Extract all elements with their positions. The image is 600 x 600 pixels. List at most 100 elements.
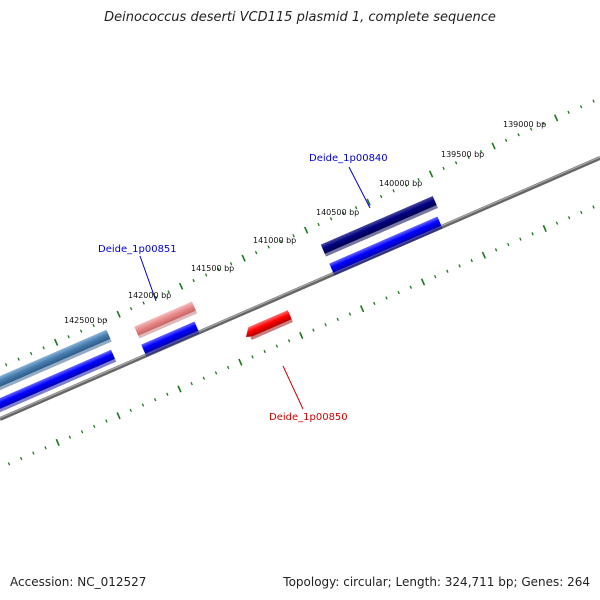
bp-label-140500: 140500 bp [316,208,359,217]
major-tick [491,142,496,150]
minor-tick [504,138,508,143]
minor-tick [567,216,571,220]
minor-tick [229,262,233,266]
minor-tick [519,237,522,241]
major-tick [178,282,184,290]
major-tick [241,254,246,262]
minor-tick [129,408,132,412]
minor-tick [93,424,96,429]
minor-tick [104,318,108,322]
minor-tick [79,329,83,333]
major-tick [53,338,59,346]
minor-tick [354,206,358,210]
minor-tick [373,301,376,305]
minor-tick [567,110,570,114]
minor-tick [217,267,220,272]
minor-tick [555,221,559,225]
label-line-840 [348,166,371,209]
major-tick [481,251,487,259]
major-tick [542,224,547,232]
sequence-backbone-highlight [0,156,600,419]
bp-label-142000: 142000 bp [128,291,171,300]
minor-tick [190,381,193,386]
minor-tick [580,210,583,215]
minor-tick [214,371,218,375]
minor-tick [342,211,345,215]
minor-tick [7,462,11,466]
minor-tick [446,269,449,273]
major-tick [177,385,182,393]
minor-tick [42,346,45,350]
minor-tick [529,127,533,131]
major-tick [55,438,60,446]
major-tick [420,278,426,286]
minor-tick [517,133,520,137]
minor-tick [29,351,33,356]
minor-tick [494,248,498,252]
accession-text: Accession: NC_012527 [10,575,147,589]
minor-tick [32,451,35,455]
map-title: Deinococcus deserti VCD115 plasmid 1, co… [104,10,496,25]
minor-tick [251,355,254,359]
minor-tick [404,183,408,187]
minor-tick [385,296,388,300]
label-line-850 [282,365,304,410]
minor-tick [142,301,145,305]
bp-label-141500: 141500 bp [191,264,234,273]
bp-label-140000: 140000 bp [379,179,422,188]
minor-tick [80,430,84,434]
minor-tick [397,291,400,295]
cds-steel-left[interactable] [0,349,117,416]
minor-tick [204,273,208,277]
minor-tick [542,121,545,126]
major-tick [553,114,559,122]
bp-label-139500: 139500 bp [441,150,484,159]
minor-tick [454,161,458,165]
minor-tick [392,189,395,193]
minor-tick [263,349,266,354]
cds-deide-1p00851[interactable] [141,321,200,357]
minor-tick [507,242,510,247]
major-tick [303,226,309,234]
minor-tick [92,323,95,328]
cds-deide-1p00840[interactable] [329,216,443,276]
minor-tick [17,357,20,361]
gene-label-851[interactable]: Deide_1p00851 [98,244,177,255]
minor-tick [470,258,473,263]
major-tick [359,305,365,313]
major-tick [366,198,371,206]
minor-tick [458,264,461,268]
minor-tick [433,274,437,279]
minor-tick [166,392,169,396]
major-tick [299,331,304,339]
bp-label-141000: 141000 bp [253,236,296,245]
gene-deide-1p00840[interactable] [320,196,438,257]
major-tick [116,310,121,318]
label-line-851 [139,255,157,302]
minor-tick [467,155,470,159]
minor-tick [292,234,295,238]
minor-tick [105,419,108,423]
minor-tick [592,99,595,103]
minor-tick [153,398,157,402]
minor-tick [379,194,383,199]
minor-tick [68,435,72,439]
gene-deide-1p00850[interactable] [243,310,293,341]
gene-deide-1p00851[interactable] [134,301,198,339]
minor-tick [592,205,595,209]
minor-tick [67,335,70,339]
gene-steel-left[interactable] [0,329,112,394]
minor-tick [312,328,315,332]
minor-tick [254,250,258,255]
sequence-backbone [0,156,600,421]
minor-tick [19,456,23,461]
minor-tick [531,232,534,236]
minor-tick [409,285,413,289]
gene-label-840[interactable]: Deide_1p00840 [309,153,388,164]
minor-tick [336,317,339,322]
inner-tick-ring [7,205,595,466]
minor-tick [479,149,483,154]
gene-label-850[interactable]: Deide_1p00850 [269,412,348,423]
